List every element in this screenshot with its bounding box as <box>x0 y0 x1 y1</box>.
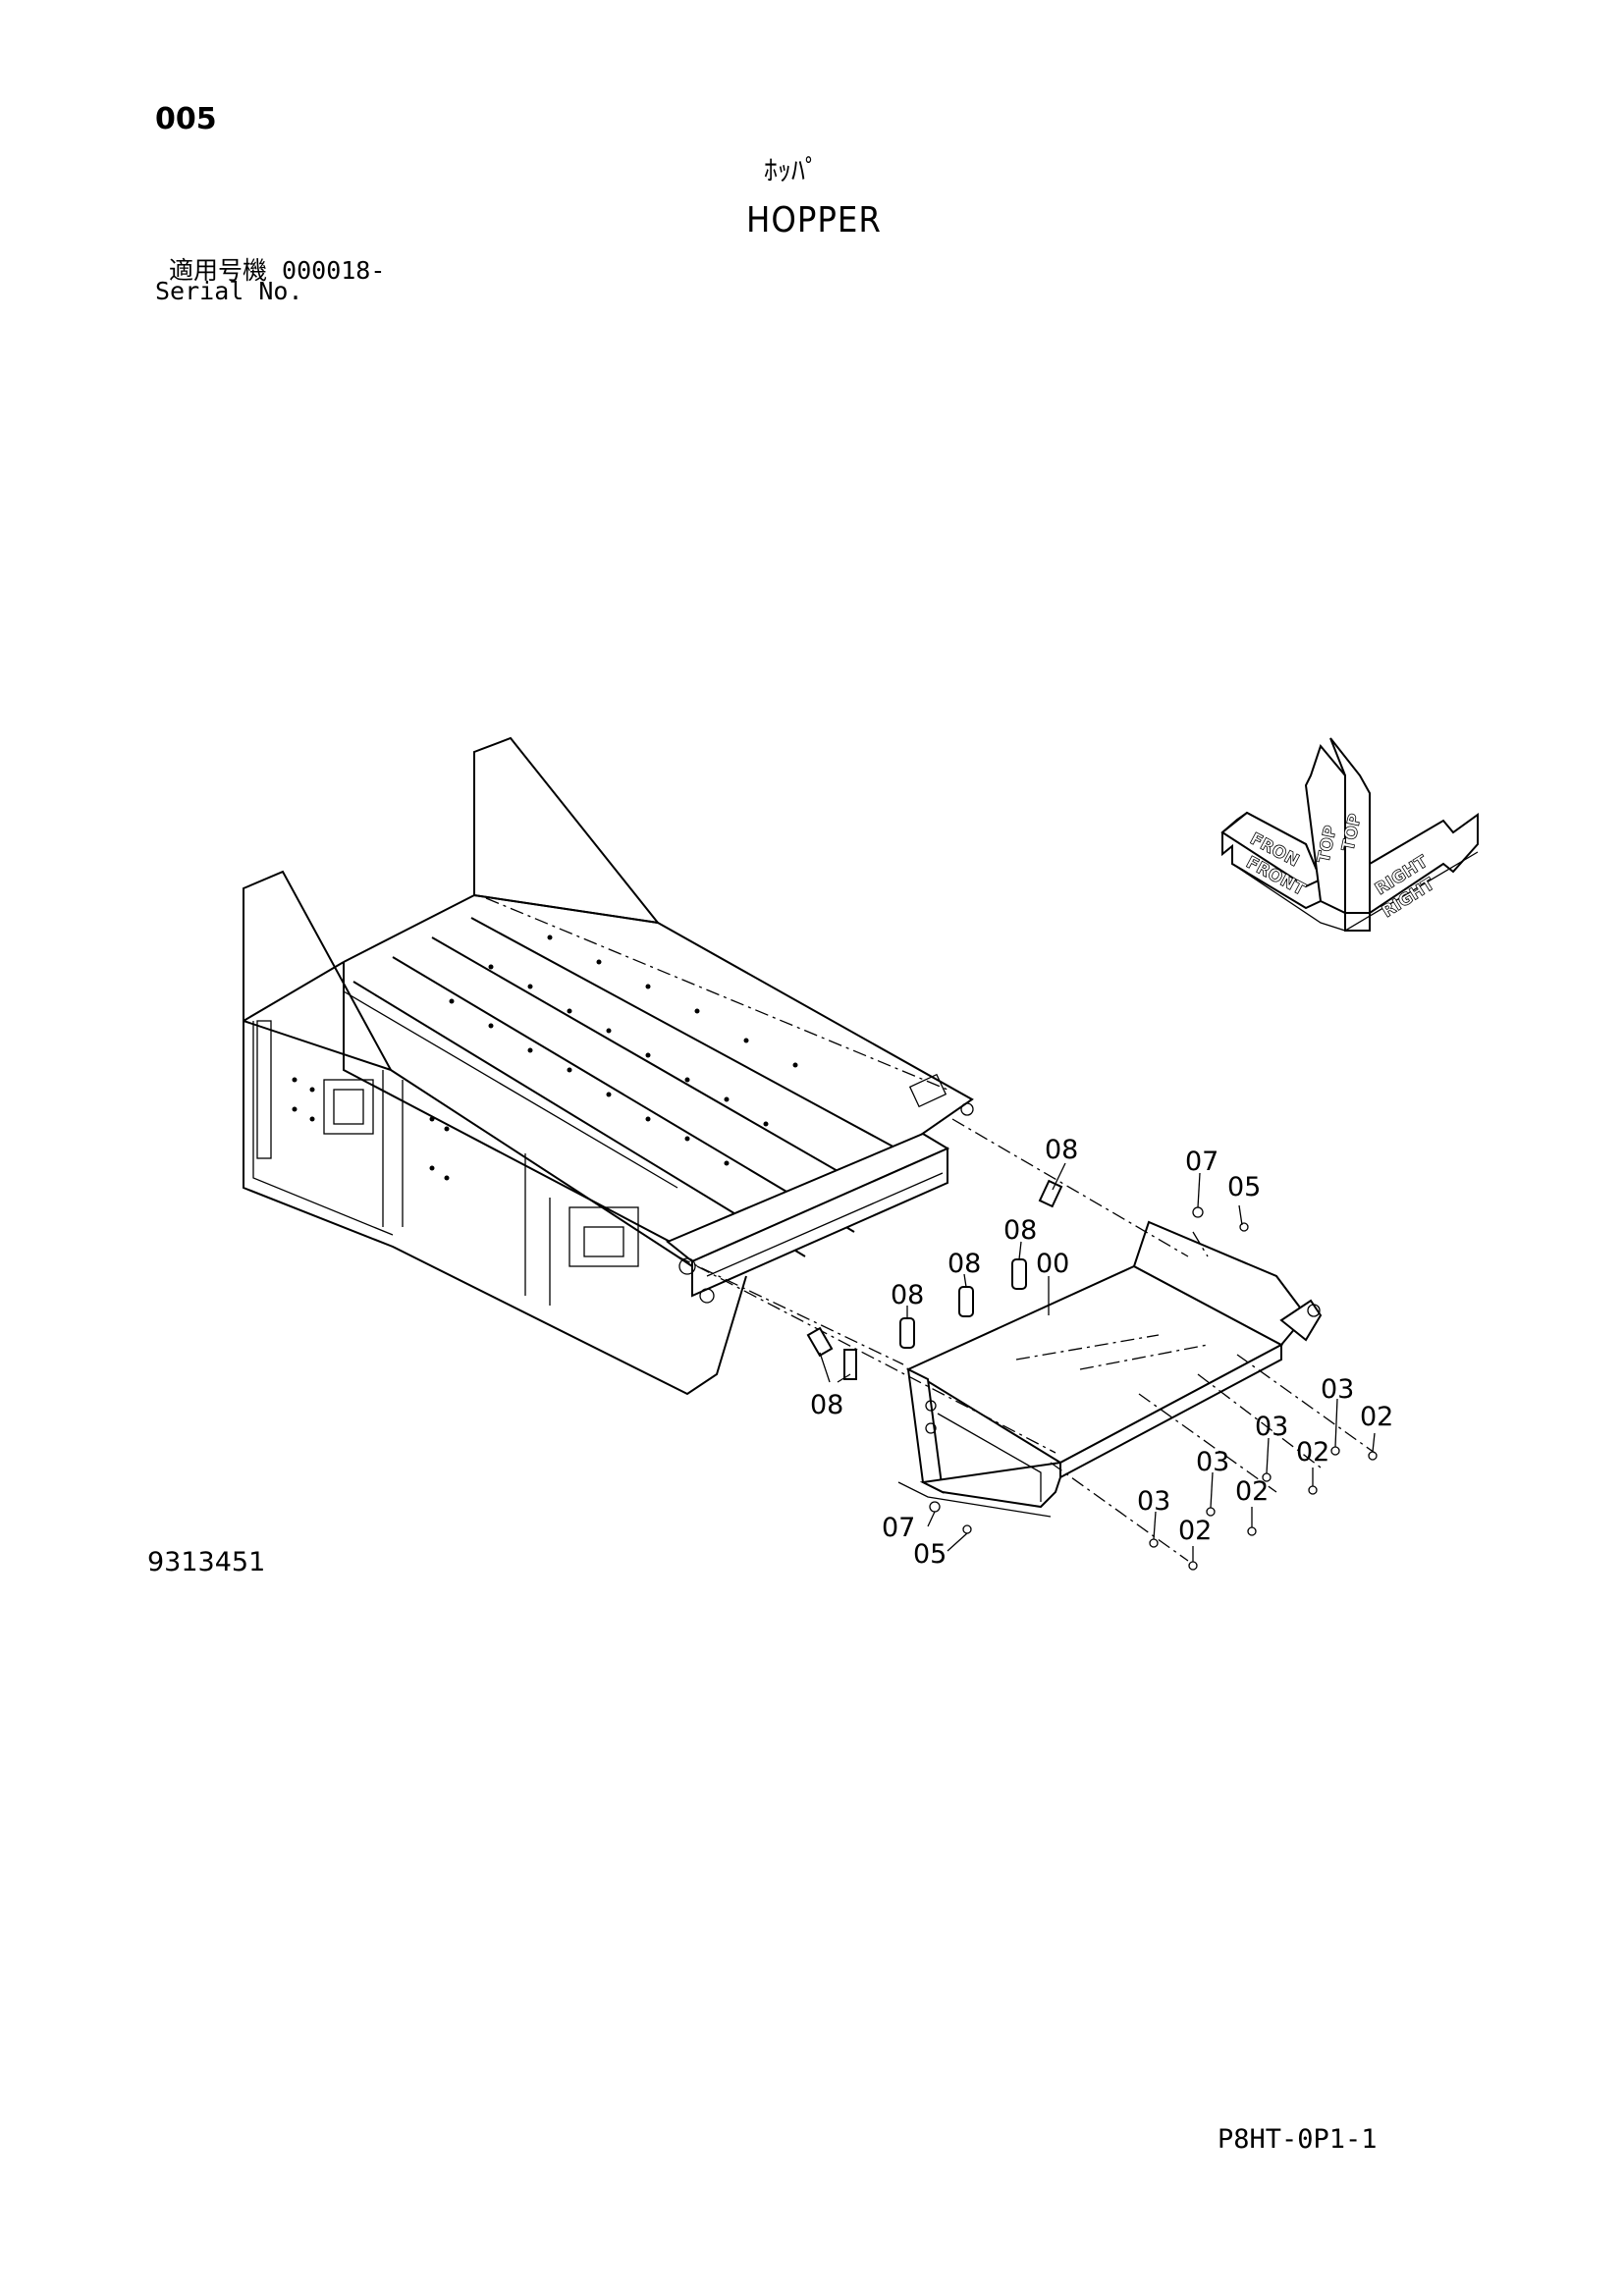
page-code: P8HT-0P1-1 <box>1218 2124 1378 2155</box>
callout-08: 08 <box>891 1280 924 1310</box>
hopper-body <box>243 736 974 1396</box>
page-number: 005 <box>155 102 217 136</box>
assembly-lines <box>485 897 1376 1562</box>
callout-02: 02 <box>1296 1437 1329 1468</box>
callout-00: 00 <box>1036 1249 1069 1279</box>
callout-07: 07 <box>1185 1147 1218 1177</box>
callout-08: 08 <box>810 1390 843 1420</box>
callout-03: 03 <box>1196 1447 1229 1477</box>
callout-05: 05 <box>1227 1172 1261 1202</box>
drawing-number: 9313451 <box>147 1547 266 1577</box>
serial-label-japanese: 適用号機 000018- <box>169 256 386 285</box>
hopper-tray <box>897 1220 1323 1518</box>
callout-labels: 08 07 05 08 08 00 08 08 03 02 03 02 03 0… <box>810 1135 1393 1570</box>
callout-03: 03 <box>1321 1374 1354 1405</box>
callout-02: 02 <box>1178 1516 1212 1546</box>
callout-08: 08 <box>947 1249 981 1279</box>
title-japanese: ﾎｯﾊﾟ <box>764 154 820 187</box>
callout-02: 02 <box>1360 1402 1393 1432</box>
callout-03: 03 <box>1137 1486 1170 1517</box>
orientation-indicator: FRONT FRON TOP TOP RIGHT RIGHT <box>1220 737 1479 932</box>
callout-03: 03 <box>1255 1412 1288 1442</box>
callout-02: 02 <box>1235 1476 1269 1507</box>
leader-lines <box>819 1162 1376 1562</box>
callout-05: 05 <box>913 1539 947 1570</box>
callout-08: 08 <box>1003 1215 1037 1246</box>
page-title: HOPPER <box>746 200 882 240</box>
callout-07: 07 <box>882 1513 915 1543</box>
serial-label: Serial No. <box>155 277 303 305</box>
callout-08: 08 <box>1045 1135 1078 1165</box>
